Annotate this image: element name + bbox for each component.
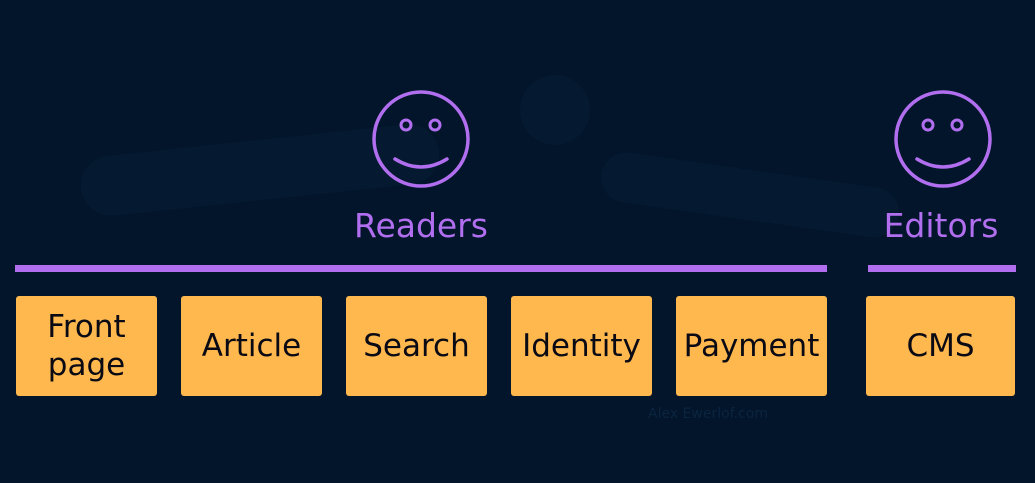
system-label: CMS [906, 328, 975, 364]
system-label: Front page [47, 309, 126, 383]
system-box-cms: CMS [866, 296, 1015, 396]
system-box-search: Search [346, 296, 487, 396]
editors-smiley-icon [894, 90, 992, 188]
readers-smiley-icon [372, 90, 470, 188]
system-box-article: Article [181, 296, 322, 396]
system-label: Identity [522, 328, 641, 364]
system-label: Payment [683, 328, 820, 364]
system-label: Article [201, 328, 302, 364]
system-box-payment: Payment [676, 296, 827, 396]
system-label: Search [363, 328, 470, 364]
editors-group-bar [868, 265, 1016, 272]
editors-label: Editors [883, 206, 999, 245]
readers-label: Readers [354, 206, 488, 245]
system-box-front-page: Front page [16, 296, 157, 396]
background-shape [597, 149, 903, 241]
system-box-identity: Identity [511, 296, 652, 396]
background-shape [520, 75, 590, 145]
watermark: Alex Ewerlof.com [648, 406, 768, 422]
readers-group-bar [15, 265, 827, 272]
